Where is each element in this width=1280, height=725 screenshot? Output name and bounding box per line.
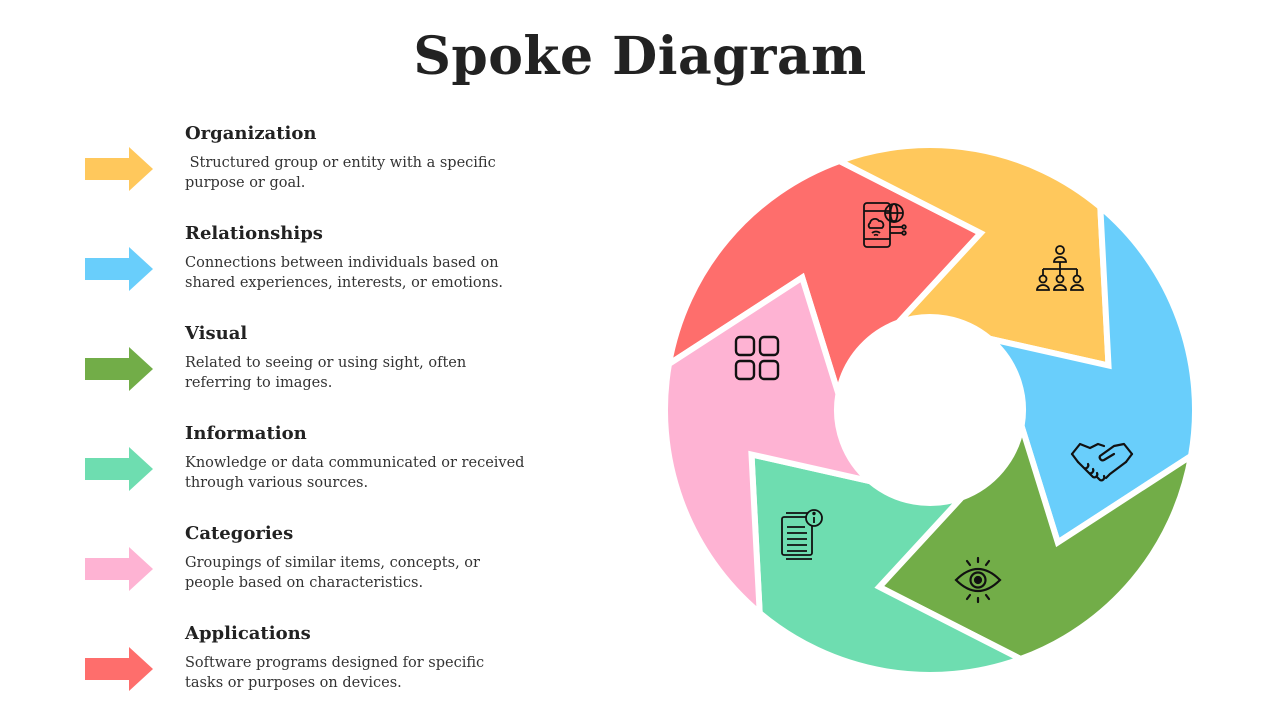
- legend-description: Connections between individuals based on…: [185, 255, 504, 291]
- legend-heading: Visual: [185, 323, 248, 344]
- legend-item-information: Information Knowledge or data communicat…: [85, 423, 545, 525]
- legend-heading: Relationships: [185, 223, 323, 244]
- legend-heading: Applications: [185, 623, 311, 644]
- legend-item-visual: Visual Related to seeing or using sight,…: [85, 323, 545, 425]
- legend-description: Software programs designed for specific …: [185, 655, 485, 691]
- legend-description: Related to seeing or using sight, often …: [185, 355, 467, 391]
- legend-item-organization: Organization Structured group or entity …: [85, 123, 545, 225]
- legend-heading: Information: [185, 423, 307, 444]
- legend-description: Knowledge or data communicated or receiv…: [185, 455, 525, 491]
- handshake-icon: [1070, 442, 1134, 482]
- legend-heading: Categories: [185, 523, 294, 544]
- arrow-right-icon: [85, 247, 153, 291]
- segment-applications: [664, 157, 986, 395]
- page-title: Spoke Diagram: [413, 26, 867, 87]
- mobile-apps-icon: [863, 202, 907, 248]
- legend-description: Structured group or entity with a specif…: [185, 155, 501, 191]
- legend-item-relationships: Relationships Connections between indivi…: [85, 223, 545, 325]
- wheel-segments: [662, 142, 1198, 678]
- wheel-hub: [837, 317, 1023, 503]
- arrow-right-icon: [85, 547, 153, 591]
- document-info-icon: [781, 509, 823, 560]
- arrow-right-icon: [85, 447, 153, 491]
- legend-item-applications: Applications Software programs designed …: [85, 623, 545, 725]
- arrow-right-icon: [85, 147, 153, 191]
- eye-icon: [954, 556, 1002, 604]
- arrow-right-icon: [85, 647, 153, 691]
- org-chart-icon: [1036, 245, 1084, 291]
- legend-description: Groupings of similar items, concepts, or…: [185, 555, 480, 591]
- arrow-right-icon: [85, 347, 153, 391]
- legend-heading: Organization: [185, 123, 317, 144]
- grid-categories-icon: [734, 335, 780, 381]
- spoke-wheel: [662, 142, 1198, 678]
- segment-visual: [874, 425, 1196, 663]
- legend-item-categories: Categories Groupings of similar items, c…: [85, 523, 545, 625]
